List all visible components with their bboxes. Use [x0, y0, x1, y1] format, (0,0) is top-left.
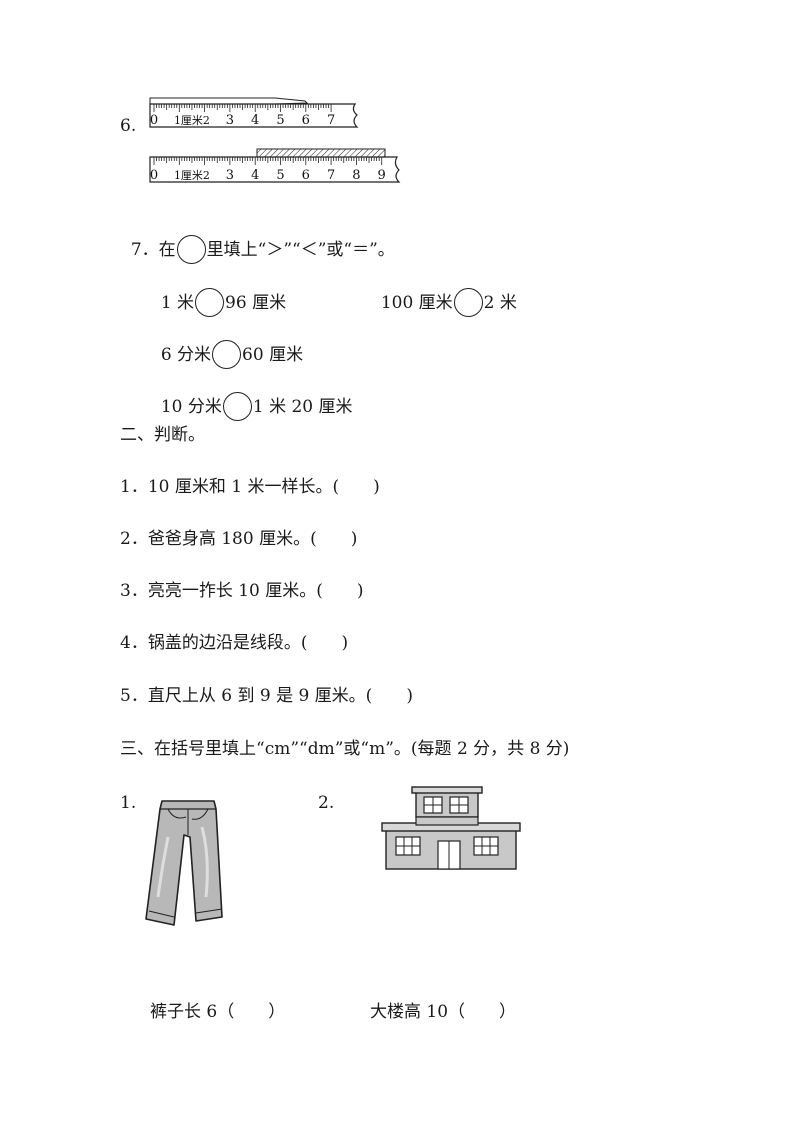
q7-title: 7．在 里填上“＞”“＜”或“＝”。 [120, 215, 395, 264]
answer-circle[interactable] [222, 392, 252, 421]
ruler-label: 7 [327, 113, 335, 128]
answer-circle[interactable] [453, 288, 483, 317]
q7-item-left: 10 分米 [160, 397, 222, 417]
q6-number: 6. [120, 116, 137, 136]
q7-item-left: 1 米 [160, 293, 195, 313]
judge-item: 1．10 厘米和 1 米一样长。( ) [120, 477, 380, 497]
ruler-label: 3 [226, 168, 234, 183]
answer-circle[interactable] [195, 288, 225, 317]
ruler-label: 3 [226, 113, 234, 128]
ruler-with-pencil: 0 1厘米2 3 4 5 6 7 [149, 97, 359, 128]
ruler-with-hatched-bar: 0 1厘米2 3 4 5 6 7 8 9 [149, 148, 401, 183]
judge-item: 5．直尺上从 6 到 9 是 9 厘米。( ) [120, 686, 413, 706]
ruler-label: 8 [352, 168, 360, 183]
q7-item-1: 1 米 96 厘米 [150, 268, 286, 317]
ruler-label: 9 [378, 168, 386, 183]
q7-item-right: 96 厘米 [225, 293, 287, 313]
pants-illustration [145, 800, 223, 926]
q7-item-4: 10 分米 1 米 20 厘米 [150, 372, 353, 421]
item1-number: 1. [120, 793, 137, 813]
q7-item-right: 2 米 [483, 293, 517, 313]
ruler-label: 0 [150, 168, 158, 183]
judge-item: 3．亮亮一拃长 10 厘米。( ) [120, 581, 364, 601]
item2-caption: 大楼高 10（ ） [370, 1002, 517, 1022]
section3-heading: 三、在括号里填上“cm”“dm”或“m”。(每题 2 分，共 8 分) [120, 739, 570, 759]
compare-circle[interactable] [176, 235, 206, 264]
q7-item-left: 6 分米 [160, 345, 212, 365]
ruler-label: 4 [251, 113, 259, 128]
answer-circle[interactable] [212, 340, 242, 369]
ruler-label: 6 [302, 113, 310, 128]
ruler-label: 5 [276, 168, 284, 183]
q7-item-3: 6 分米 60 厘米 [150, 320, 303, 369]
judge-item: 4．锅盖的边沿是线段。( ) [120, 633, 349, 653]
ruler-label: 1厘米2 [174, 169, 210, 182]
judge-item: 2．爸爸身高 180 厘米。( ) [120, 529, 358, 549]
item1-caption: 裤子长 6（ ） [150, 1002, 286, 1022]
ruler-label: 0 [150, 113, 158, 128]
q7-item-right: 1 米 20 厘米 [252, 397, 353, 417]
ruler-label: 1厘米2 [174, 114, 210, 127]
building-illustration [381, 786, 521, 870]
item2-number: 2. [318, 793, 335, 813]
q7-title-suffix: 里填上“＞”“＜”或“＝”。 [206, 240, 395, 260]
ruler-label: 4 [251, 168, 259, 183]
q7-item-left: 100 厘米 [380, 293, 453, 313]
q7-item-2: 100 厘米 2 米 [370, 268, 517, 317]
section2-heading: 二、判断。 [120, 425, 205, 445]
ruler-label: 5 [276, 113, 284, 128]
ruler-label: 6 [302, 168, 310, 183]
ruler-label: 7 [327, 168, 335, 183]
q7-item-right: 60 厘米 [242, 345, 304, 365]
q7-title-prefix: 7．在 [130, 240, 176, 260]
